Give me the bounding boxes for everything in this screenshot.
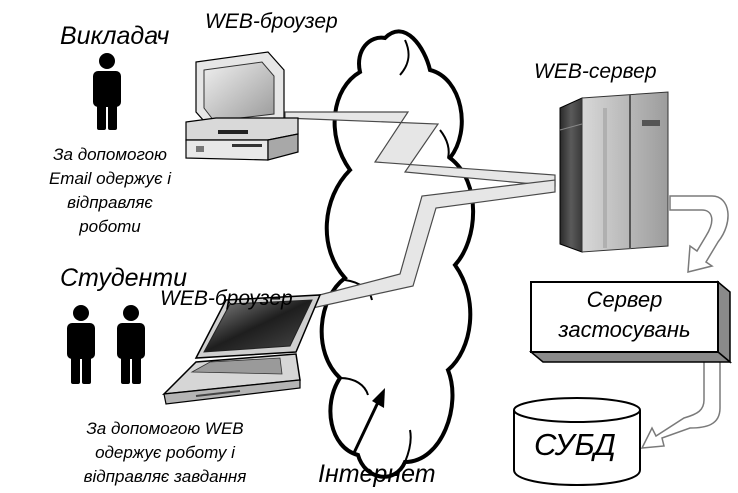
- teacher-description-line: Email одержує і: [48, 169, 172, 188]
- students-role-label: Студенти: [60, 264, 188, 292]
- students-description: За допомогою WEB одержує роботу і відпра…: [40, 417, 290, 489]
- internet-cloud: [319, 29, 476, 479]
- laptop-computer: [161, 294, 322, 405]
- application-server-label-line: застосувань: [558, 317, 691, 342]
- connection-laptop-to-server: [307, 179, 556, 310]
- web-server-label: WEB-сервер: [534, 60, 657, 83]
- web-server-tower: [559, 91, 669, 253]
- teacher-role-label: Викладач: [60, 22, 170, 50]
- students-description-line: відправляє завдання: [83, 467, 247, 486]
- teacher-person-icon: [93, 53, 121, 130]
- application-server-box: [528, 280, 733, 364]
- internet-pointer-line: [351, 397, 382, 456]
- teacher-description-line: роботи: [79, 217, 141, 236]
- students-description-line: За допомогою WEB: [86, 419, 244, 438]
- students-browser-label: WEB-броузер: [160, 287, 293, 310]
- students-description-line: одержує роботу і: [95, 443, 235, 462]
- dbms-label: СУБД: [534, 427, 616, 462]
- desktop-computer: [185, 51, 299, 161]
- student-person-icon: [117, 305, 145, 384]
- application-server-label: Сервер застосувань: [531, 285, 718, 345]
- internet-pointer-arrowhead: [372, 388, 385, 408]
- student-person-icon: [67, 305, 95, 384]
- dbms-cylinder: [513, 397, 641, 486]
- internet-label: Інтернет: [318, 460, 436, 488]
- arrow-app-to-dbms: [640, 355, 721, 449]
- teacher-browser-label: WEB-броузер: [205, 10, 338, 33]
- teacher-description: За допомогою Email одержує і відправляє …: [30, 143, 190, 239]
- application-server-label-line: Сервер: [586, 287, 663, 312]
- teacher-description-line: відправляє: [67, 193, 153, 212]
- teacher-description-line: За допомогою: [53, 145, 167, 164]
- arrow-server-to-app: [669, 195, 729, 273]
